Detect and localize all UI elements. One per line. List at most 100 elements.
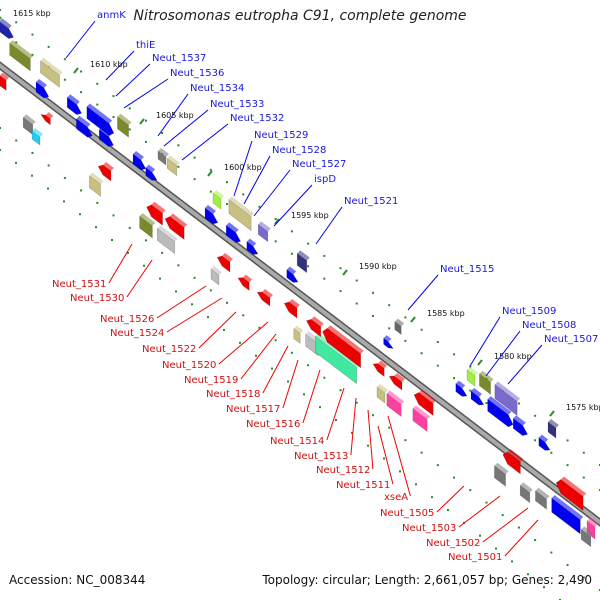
tick-dot-outer <box>388 304 391 307</box>
forward-gene-block-shade <box>76 115 91 128</box>
reverse-gene-leader <box>504 519 539 557</box>
forward-gene-block <box>394 320 402 336</box>
forward-gene-block <box>40 60 60 88</box>
reverse-gene-block-shade <box>507 449 524 462</box>
tick-dot-reverse <box>420 451 423 454</box>
reverse-gene-label: Neut_1520 <box>162 360 216 371</box>
forward-gene-label: Neut_1532 <box>230 113 284 124</box>
reverse-gene-block-shade <box>262 288 273 299</box>
tick-dot-inner <box>31 174 33 177</box>
tick-dot-outer <box>177 144 180 147</box>
reverse-gene-leader <box>166 297 223 333</box>
tick-dot-inner <box>543 586 545 589</box>
tick-dot-outer <box>226 181 229 184</box>
forward-gene-block <box>117 116 129 138</box>
forward-gene-block-shade <box>9 40 34 59</box>
tick-dot-outer <box>144 119 147 122</box>
reverse-gene-block-shade <box>89 172 104 185</box>
reverse-gene-block-shade <box>520 482 533 493</box>
accession-label: Accession: NC_008344 <box>9 573 146 587</box>
tick-dot-inner <box>479 534 481 537</box>
tick-dot-reverse <box>242 314 245 317</box>
tick-dot-inner <box>303 393 305 396</box>
tick-dot-inner <box>239 341 241 344</box>
tick-dot-reverse <box>355 401 358 404</box>
reverse-gene-leader <box>350 397 357 456</box>
forward-gene-block-shade <box>158 147 169 158</box>
reverse-gene-block-shade <box>103 161 114 172</box>
tick-dot-reverse <box>517 526 520 529</box>
reverse-gene-block-shade <box>412 405 431 420</box>
tick-dot-outer <box>420 328 423 331</box>
tick-dot-outer <box>193 156 196 159</box>
tick-dot-inner <box>351 431 353 434</box>
tick-dot-forward <box>112 116 115 119</box>
reverse-gene-label: Neut_1531 <box>52 279 106 290</box>
tick-dot-inner <box>175 290 177 293</box>
reverse-gene-label: Neut_1524 <box>110 328 164 339</box>
forward-gene-label: Neut_1534 <box>190 83 244 94</box>
tick-dot-forward <box>307 265 310 268</box>
tick-dot-reverse <box>290 351 293 354</box>
tick-dot-outer <box>274 218 277 221</box>
tick-dot-inner <box>527 573 529 576</box>
tick-dot-forward <box>96 103 99 106</box>
reverse-gene-block <box>293 327 301 345</box>
tick-dot-forward <box>274 240 277 243</box>
forward-gene-block-shade <box>117 113 132 126</box>
reverse-gene-block <box>555 479 584 512</box>
forward-gene-leader <box>163 109 209 147</box>
reverse-gene-leader <box>377 425 394 485</box>
reverse-gene-leader <box>387 415 411 497</box>
reverse-gene-leader <box>302 369 321 424</box>
tick-dot-outer <box>582 451 585 454</box>
tick-dot-outer <box>242 193 245 196</box>
forward-gene-leader <box>105 50 135 81</box>
reverse-gene-leader <box>156 285 207 319</box>
forward-gene-block <box>466 369 476 387</box>
forward-gene-leader <box>243 155 271 205</box>
tick-dot-reverse <box>0 127 1 129</box>
tick-dot-reverse <box>193 276 196 279</box>
forward-gene-leader <box>157 93 189 137</box>
tick-dot-outer <box>307 242 310 245</box>
reverse-gene-label: Neut_1503 <box>402 523 456 534</box>
reverse-gene-label: Neut_1505 <box>380 508 434 519</box>
tick-dot-reverse <box>582 576 585 579</box>
tick-dot-reverse <box>323 376 326 379</box>
forward-gene-block-shade <box>246 238 257 247</box>
forward-gene-block <box>204 207 219 225</box>
tick-dot-inner <box>335 419 337 421</box>
reverse-gene-block <box>210 268 220 286</box>
forward-gene-label: Neut_1537 <box>152 53 206 64</box>
reverse-gene-block-shade <box>535 487 550 500</box>
tick-dot-forward <box>453 377 456 380</box>
reverse-gene-block <box>372 363 385 378</box>
tick-dot-outer <box>128 107 131 110</box>
forward-gene-block <box>383 337 394 349</box>
forward-gene-leader <box>315 206 343 245</box>
forward-gene-label: Neut_1527 <box>292 159 346 170</box>
tick-dot-outer <box>63 58 66 61</box>
reverse-gene-label: Neut_1516 <box>246 419 300 430</box>
reverse-gene-leader <box>458 495 501 528</box>
reverse-gene-block <box>376 386 386 404</box>
forward-gene-leader <box>181 123 229 161</box>
tick-dot-forward <box>404 339 407 342</box>
forward-gene-block-shade <box>538 434 549 443</box>
tick-dot-reverse <box>453 476 456 479</box>
reverse-gene-block-shade <box>242 274 253 283</box>
reverse-gene-leader <box>218 321 269 365</box>
reverse-gene-block <box>97 164 112 182</box>
forward-gene-leader <box>123 78 169 109</box>
forward-gene-label: ispD <box>314 174 336 185</box>
reverse-gene-block-shade <box>23 114 36 125</box>
forward-gene-block <box>132 153 147 171</box>
tick-dot-inner <box>511 560 513 563</box>
tick-dot-inner <box>15 161 17 164</box>
tick-dot-forward <box>388 327 391 330</box>
reverse-gene-leader <box>240 333 277 380</box>
tick-dot-outer <box>96 82 99 85</box>
forward-gene-label: Neut_1521 <box>344 196 398 207</box>
tick-dot-reverse <box>128 226 131 229</box>
